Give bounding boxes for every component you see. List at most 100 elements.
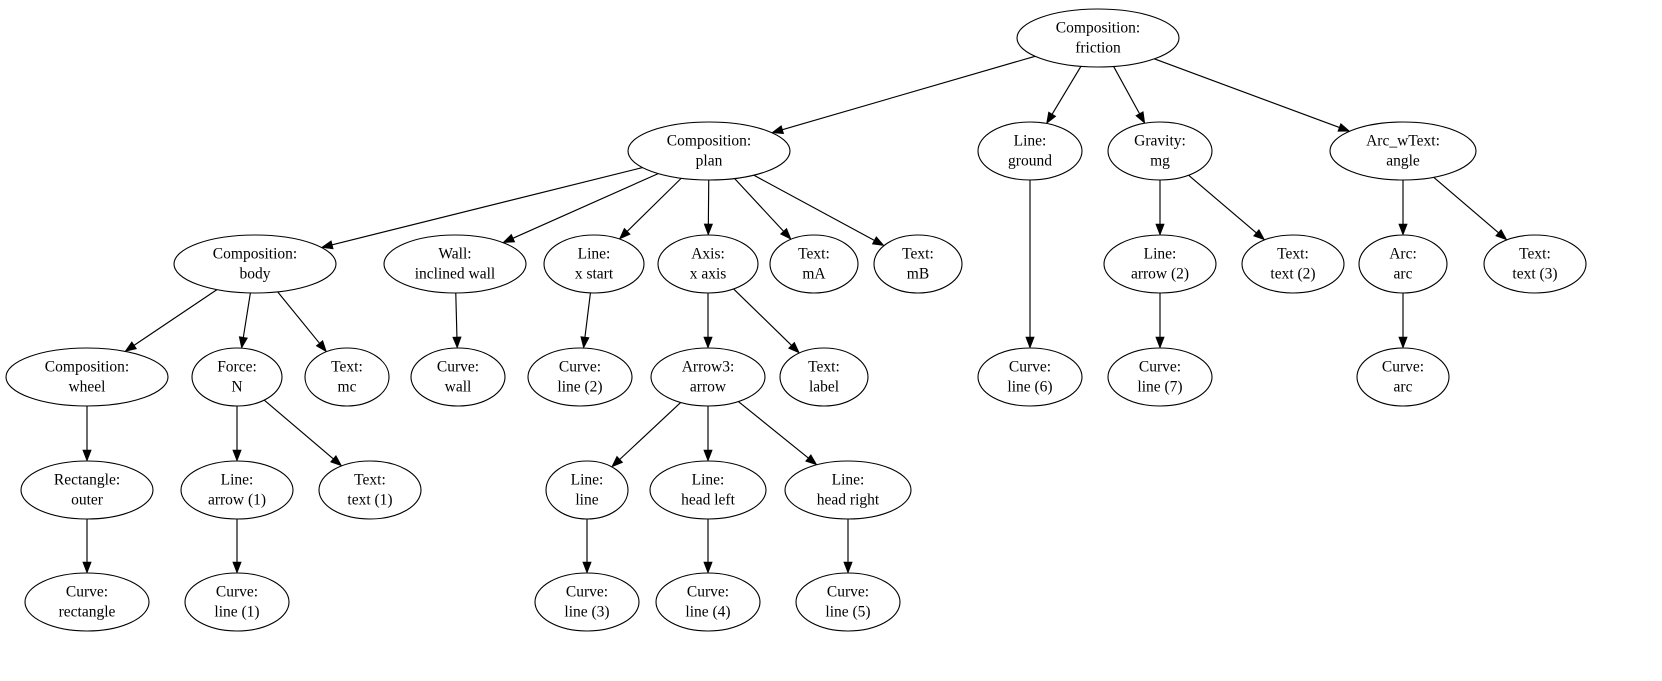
node-name-label: mB <box>907 266 929 283</box>
node-shape-headright[interactable] <box>784 460 912 520</box>
node-wheel[interactable]: Composition:wheel <box>5 347 169 407</box>
node-type-label: Composition: <box>45 359 129 376</box>
node-mg[interactable]: Gravity:mg <box>1107 121 1213 181</box>
node-name-label: N <box>231 379 242 396</box>
node-shape-arccurve[interactable] <box>1356 347 1450 407</box>
node-shape-arcnode[interactable] <box>1358 234 1448 294</box>
node-type-label: Force: <box>217 359 257 376</box>
node-shape-angle[interactable] <box>1329 121 1477 181</box>
node-shape-headleft[interactable] <box>649 460 767 520</box>
node-shape-line3[interactable] <box>534 572 640 632</box>
node-shape-line4[interactable] <box>655 572 761 632</box>
edge-arrow3-to-lineline <box>619 402 682 460</box>
node-name-label: arrow (2) <box>1131 266 1189 283</box>
node-headleft[interactable]: Line:head left <box>649 460 767 520</box>
node-wall[interactable]: Curve:wall <box>410 347 506 407</box>
node-shape-ground[interactable] <box>977 121 1083 181</box>
node-shape-forceN[interactable] <box>191 347 283 407</box>
arrowhead-icon <box>779 227 792 240</box>
edges-layer <box>82 55 1508 574</box>
node-arrow1[interactable]: Line:arrow (1) <box>180 460 294 520</box>
node-angle[interactable]: Arc_wText:angle <box>1329 121 1477 181</box>
node-xaxis[interactable]: Axis:x axis <box>657 234 759 294</box>
node-line5[interactable]: Curve:line (5) <box>795 572 901 632</box>
node-shape-arrow3[interactable] <box>650 347 766 407</box>
node-name-label: line (3) <box>564 604 609 621</box>
node-line1[interactable]: Curve:line (1) <box>184 572 290 632</box>
node-shape-wheel[interactable] <box>5 347 169 407</box>
node-lineline[interactable]: Line:line <box>545 460 629 520</box>
node-shape-line2[interactable] <box>527 347 633 407</box>
node-text2[interactable]: Text:text (2) <box>1241 234 1345 294</box>
node-shape-inclinedwall[interactable] <box>383 234 527 294</box>
node-mB[interactable]: Text:mB <box>873 234 963 294</box>
node-name-label: label <box>809 379 839 396</box>
node-shape-rectangle[interactable] <box>24 572 150 632</box>
node-name-label: mc <box>338 379 357 396</box>
node-shape-line1[interactable] <box>184 572 290 632</box>
node-type-label: Line: <box>221 472 254 489</box>
arrowhead-icon <box>330 455 343 467</box>
node-type-label: Composition: <box>1056 20 1140 37</box>
node-type-label: Gravity: <box>1134 133 1186 150</box>
node-shape-lineline[interactable] <box>545 460 629 520</box>
arrowhead-icon <box>582 561 592 574</box>
node-shape-xstart[interactable] <box>543 234 645 294</box>
node-arrow2[interactable]: Line:arrow (2) <box>1103 234 1217 294</box>
node-shape-label[interactable] <box>779 347 869 407</box>
node-shape-line5[interactable] <box>795 572 901 632</box>
node-mc[interactable]: Text:mc <box>304 347 390 407</box>
node-shape-text3[interactable] <box>1483 234 1587 294</box>
node-arrow3[interactable]: Arrow3:arrow <box>650 347 766 407</box>
node-shape-friction[interactable] <box>1016 8 1180 68</box>
node-shape-mg[interactable] <box>1107 121 1213 181</box>
node-line3[interactable]: Curve:line (3) <box>534 572 640 632</box>
arrowhead-icon <box>611 455 624 468</box>
node-outer[interactable]: Rectangle:outer <box>20 460 154 520</box>
node-line4[interactable]: Curve:line (4) <box>655 572 761 632</box>
node-rectangle[interactable]: Curve:rectangle <box>24 572 150 632</box>
node-shape-arrow1[interactable] <box>180 460 294 520</box>
node-type-label: Axis: <box>691 246 725 263</box>
node-inclinedwall[interactable]: Wall:inclined wall <box>383 234 527 294</box>
node-type-label: Line: <box>692 472 725 489</box>
node-name-label: plan <box>696 153 723 170</box>
node-shape-outer[interactable] <box>20 460 154 520</box>
node-line6[interactable]: Curve:line (6) <box>977 347 1083 407</box>
arrowhead-icon <box>788 341 800 354</box>
arrowhead-icon <box>1253 229 1266 241</box>
node-shape-text2[interactable] <box>1241 234 1345 294</box>
arrowhead-icon <box>703 561 713 574</box>
node-shape-mc[interactable] <box>304 347 390 407</box>
node-text3[interactable]: Text:text (3) <box>1483 234 1587 294</box>
node-arccurve[interactable]: Curve:arc <box>1356 347 1450 407</box>
node-line7[interactable]: Curve:line (7) <box>1107 347 1213 407</box>
node-xstart[interactable]: Line:x start <box>543 234 645 294</box>
node-shape-body[interactable] <box>173 234 337 294</box>
node-ground[interactable]: Line:ground <box>977 121 1083 181</box>
node-label[interactable]: Text:label <box>779 347 869 407</box>
node-shape-xaxis[interactable] <box>657 234 759 294</box>
node-shape-mB[interactable] <box>873 234 963 294</box>
node-plan[interactable]: Composition:plan <box>627 121 791 181</box>
node-arcnode[interactable]: Arc:arc <box>1358 234 1448 294</box>
node-shape-line7[interactable] <box>1107 347 1213 407</box>
node-forceN[interactable]: Force: N <box>191 347 283 407</box>
node-type-label: Curve: <box>66 584 108 601</box>
arrowhead-icon <box>238 336 248 349</box>
node-mA[interactable]: Text:mA <box>769 234 859 294</box>
node-text1[interactable]: Text:text (1) <box>318 460 422 520</box>
node-friction[interactable]: Composition:friction <box>1016 8 1180 68</box>
node-name-label: line (6) <box>1007 379 1052 396</box>
node-headright[interactable]: Line:head right <box>784 460 912 520</box>
node-shape-wall[interactable] <box>410 347 506 407</box>
node-line2[interactable]: Curve:line (2) <box>527 347 633 407</box>
node-shape-line6[interactable] <box>977 347 1083 407</box>
node-shape-mA[interactable] <box>769 234 859 294</box>
arrowhead-icon <box>703 336 713 349</box>
node-shape-arrow2[interactable] <box>1103 234 1217 294</box>
node-shape-plan[interactable] <box>627 121 791 181</box>
node-shape-text1[interactable] <box>318 460 422 520</box>
node-body[interactable]: Composition:body <box>173 234 337 294</box>
